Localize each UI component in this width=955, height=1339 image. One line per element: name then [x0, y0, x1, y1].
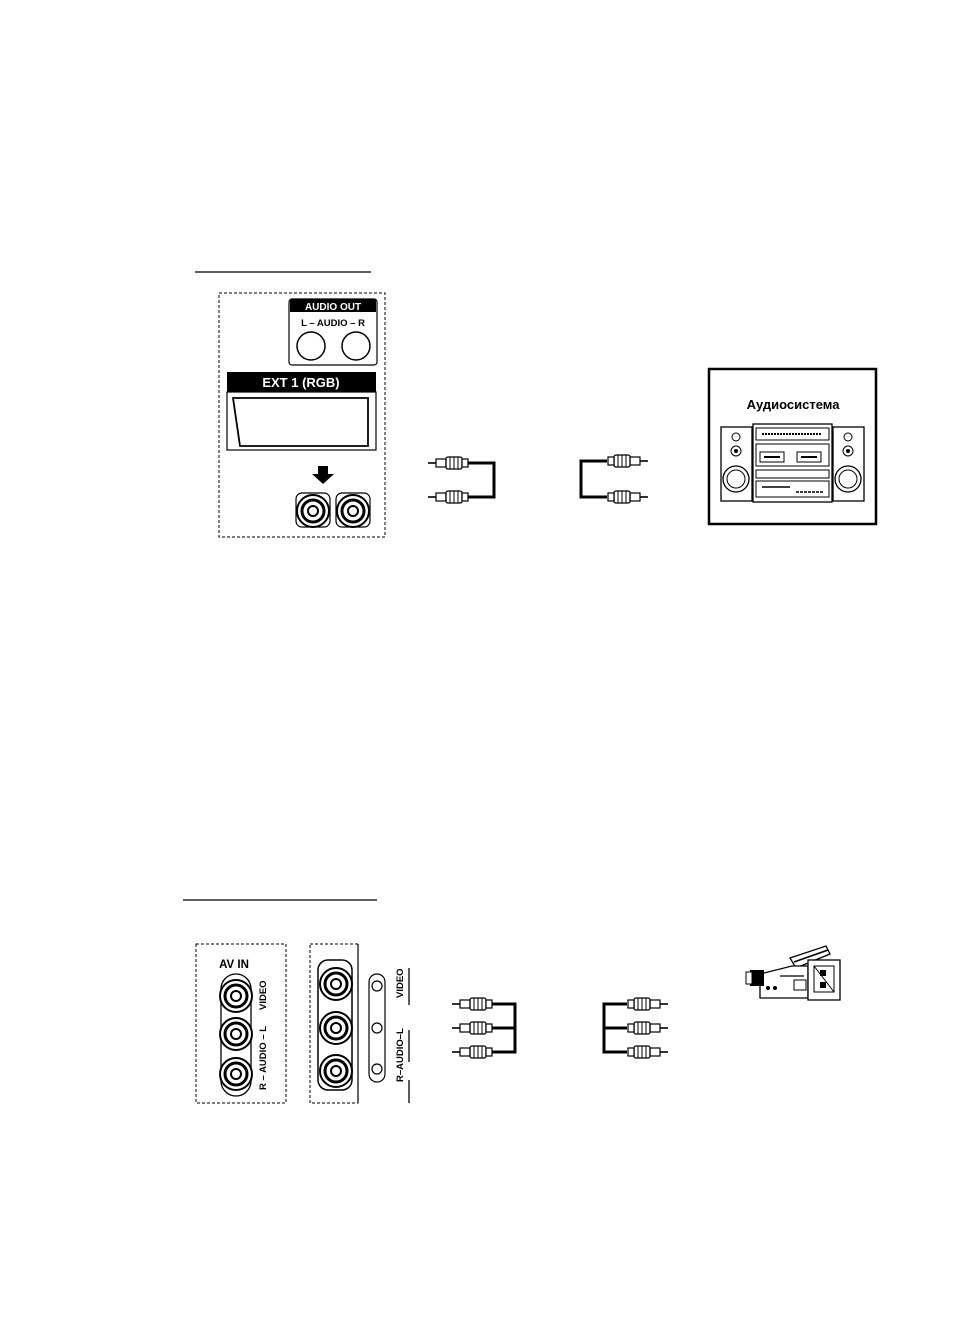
audio-jack-left-bottom[interactable] [296, 493, 330, 527]
camcorder-video-jack[interactable] [320, 968, 352, 1000]
cable-bracket-right-bottom [604, 1004, 627, 1052]
cable-bracket-right [581, 461, 607, 497]
rca-plug-icon [428, 457, 468, 503]
camcorder-audio-left-jack[interactable] [320, 1012, 352, 1044]
audio-jack-right-bottom[interactable] [336, 493, 370, 527]
stereo-system-icon [721, 424, 864, 502]
rca-plug-icon [452, 998, 492, 1058]
camcorder-icon [746, 946, 840, 1000]
audio-out-block: AUDIO OUT L – AUDIO – R [289, 299, 377, 365]
camcorder-video-label: VIDEO [395, 968, 406, 998]
ext1-label: EXT 1 (RGB) [262, 375, 339, 390]
av-in-audio-label: R – AUDIO – L [258, 1026, 269, 1090]
av-in-audio-right-jack[interactable] [220, 1058, 252, 1090]
audio-out-label: AUDIO OUT [305, 302, 361, 313]
av-in-video-label: VIDEO [258, 980, 269, 1010]
rca-plug-icon [628, 998, 668, 1058]
scart-socket[interactable] [233, 398, 368, 446]
av-in-video-jack[interactable] [220, 980, 252, 1012]
av-in-label: AV IN [219, 959, 249, 971]
rca-plug-icon [608, 455, 648, 503]
cable-bracket-left-bottom [492, 1004, 515, 1052]
audio-system-label: Аудиосистема [747, 397, 841, 412]
cable-bracket-left [468, 463, 494, 497]
camcorder-audio-right-jack[interactable] [320, 1055, 352, 1087]
av-in-audio-left-jack[interactable] [220, 1018, 252, 1050]
audio-system-box: Аудиосистема [709, 369, 876, 524]
audio-out-jack-right[interactable] [342, 332, 370, 360]
camcorder-audio-label: R–AUDIO–L [395, 1028, 406, 1082]
audio-out-jack-left[interactable] [297, 332, 325, 360]
audio-lr-label: L – AUDIO – R [301, 318, 365, 329]
ext1-scart-block: EXT 1 (RGB) [227, 372, 376, 450]
